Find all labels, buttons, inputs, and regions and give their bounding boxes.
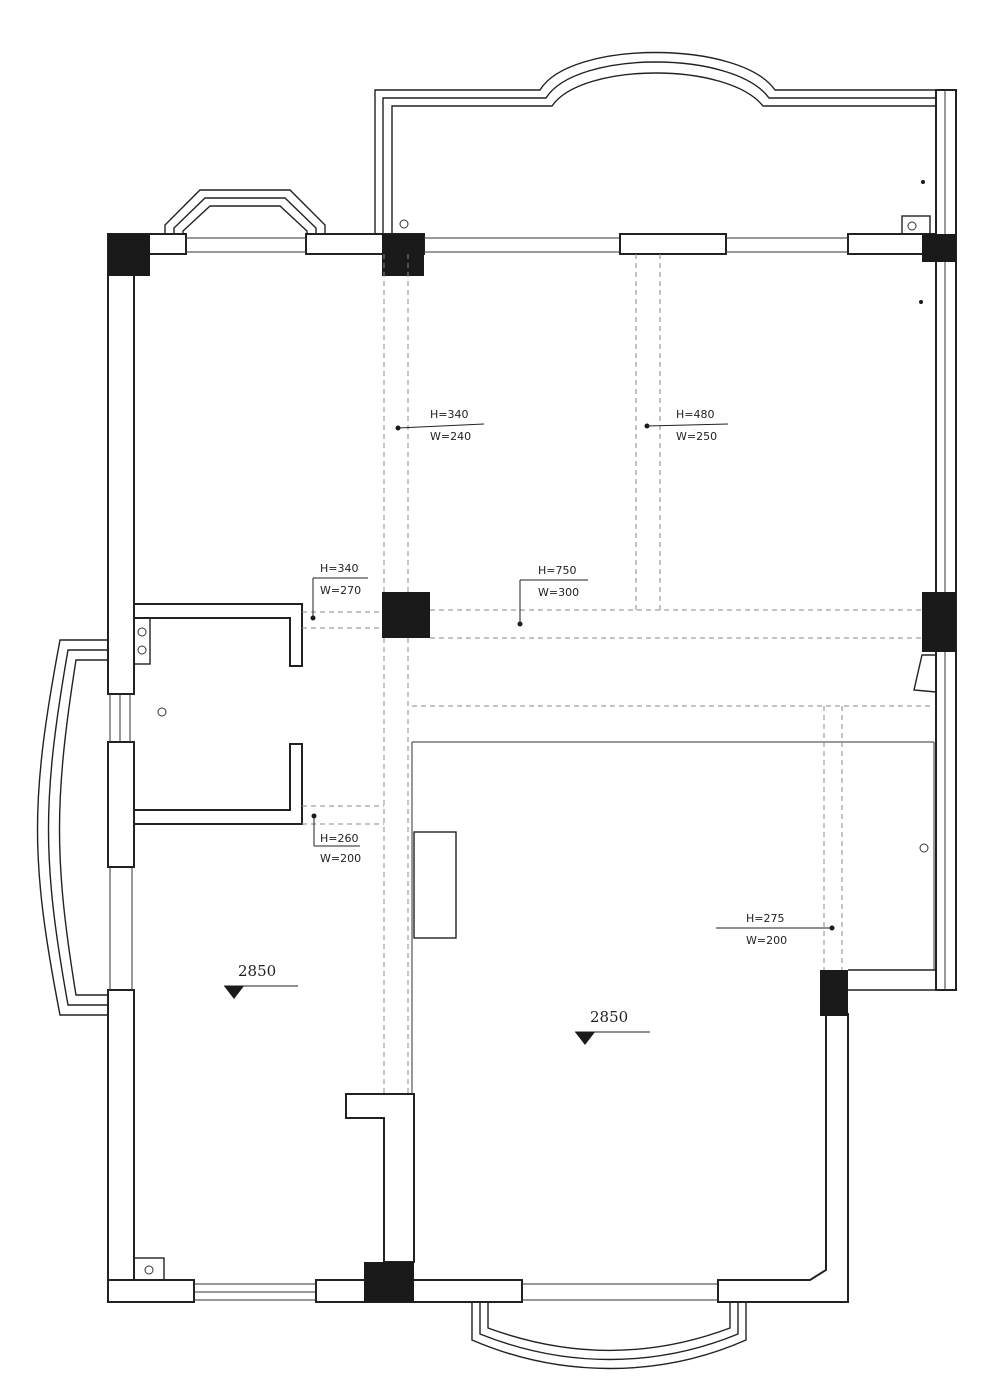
beam-width-label: W=200 xyxy=(746,934,787,947)
level-mark: 2850 xyxy=(224,962,298,999)
bottom-wall xyxy=(107,1013,849,1303)
beam-height-label: H=275 xyxy=(746,912,784,925)
beam-outlines xyxy=(302,254,934,1094)
level-value: 2850 xyxy=(238,962,276,980)
column xyxy=(922,234,956,262)
structural-columns xyxy=(108,234,956,1302)
column xyxy=(382,234,424,276)
beam-width-label: W=270 xyxy=(320,584,361,597)
right-wall xyxy=(913,89,957,991)
bathroom-walls xyxy=(133,603,303,825)
beam-height-label: H=480 xyxy=(676,408,714,421)
beam-width-label: W=300 xyxy=(538,586,579,599)
beam-label: H=340 W=270 xyxy=(310,562,368,621)
beam-height-label: H=260 xyxy=(320,832,358,845)
left-wall xyxy=(107,253,135,1303)
beam-label: H=275 W=200 xyxy=(716,912,835,947)
right-lower-wall xyxy=(848,742,937,991)
column xyxy=(364,1262,414,1302)
beam-width-label: W=250 xyxy=(676,430,717,443)
left-bay-window xyxy=(36,639,108,1016)
column xyxy=(820,970,848,1016)
beam-width-label: W=200 xyxy=(320,852,361,865)
beam-width-label: W=240 xyxy=(430,430,471,443)
column xyxy=(382,592,430,638)
bottom-bay-window xyxy=(471,1302,747,1370)
beam-label: H=260 W=200 xyxy=(311,813,361,865)
column xyxy=(108,234,150,276)
beam-label: H=480 W=250 xyxy=(644,408,729,443)
beam-height-label: H=340 xyxy=(320,562,358,575)
beam-label: H=340 W=240 xyxy=(395,408,485,443)
level-mark: 2850 xyxy=(575,1008,650,1045)
level-value: 2850 xyxy=(590,1008,628,1026)
top-left-bay-window xyxy=(164,189,326,235)
top-wall xyxy=(107,215,957,255)
beam-label: H=750 W=300 xyxy=(517,564,588,627)
upper-balcony xyxy=(374,51,940,235)
beam-height-label: H=750 xyxy=(538,564,576,577)
beam-height-label: H=340 xyxy=(430,408,468,421)
column xyxy=(922,592,956,652)
